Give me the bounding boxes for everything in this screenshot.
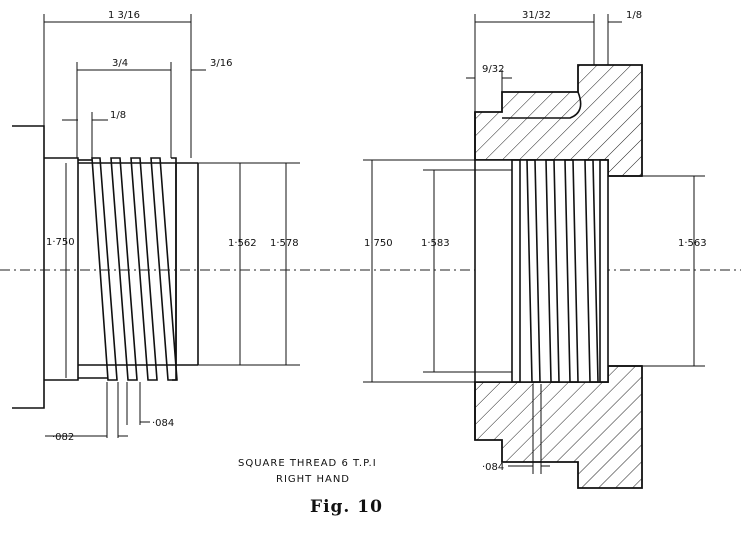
dim-overall-length: 1 3/16 <box>108 10 140 21</box>
dim-end-length: 3/16 <box>210 58 232 69</box>
dim-flange-width: 1/8 <box>626 10 642 21</box>
dim-nut-major: 1·750 <box>364 238 393 249</box>
dimension-labels: 1 3/16 3/4 3/16 1/8 1·750 1·562 1·578 ·0… <box>46 10 707 473</box>
thread-note-line2: RIGHT HAND <box>276 474 350 485</box>
dim-groove-width: ·082 <box>52 432 74 443</box>
dim-nut-bore: 1·563 <box>678 238 707 249</box>
screw-view <box>12 14 300 438</box>
screw-threads <box>78 157 178 381</box>
dim-thread-length: 3/4 <box>112 58 128 69</box>
nut-view <box>363 14 705 489</box>
dim-bore-depth: 31/32 <box>522 10 551 21</box>
dim-screw-minor: 1·562 <box>228 238 257 249</box>
figure-label: Fig. 10 <box>310 497 383 517</box>
nut-threads <box>511 159 609 383</box>
dim-nut-land: ·084 <box>482 462 504 473</box>
dim-screw-major: 1·750 <box>46 237 75 248</box>
dim-pitch-gap: 1/8 <box>110 110 126 121</box>
dim-nut-thread: 1·583 <box>421 238 450 249</box>
dim-land-width: ·084 <box>152 418 174 429</box>
thread-note-line1: SQUARE THREAD 6 T.P.I <box>238 458 377 469</box>
dim-recess-width: 9/32 <box>482 64 504 75</box>
dim-screw-root: 1·578 <box>270 238 299 249</box>
